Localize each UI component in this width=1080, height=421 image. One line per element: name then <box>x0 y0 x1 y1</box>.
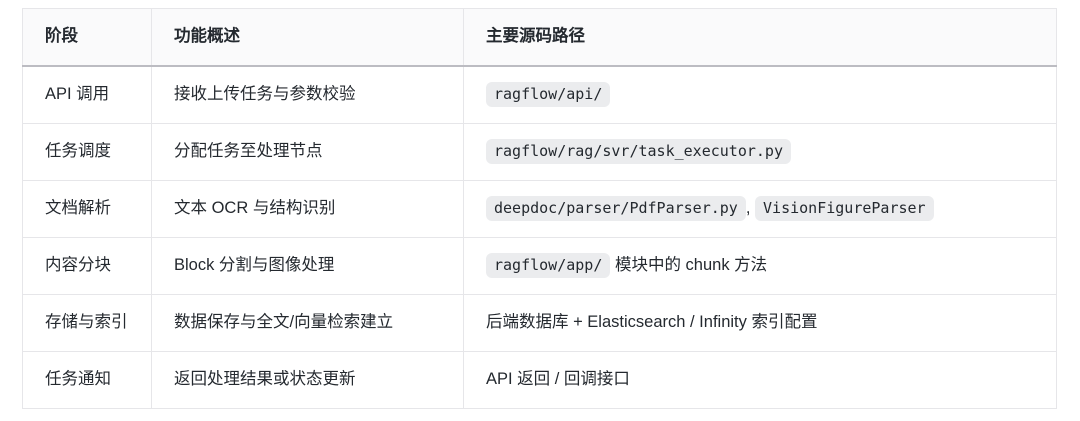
summary-cell: 文本 OCR 与结构识别 <box>151 180 464 238</box>
path-plain-text: 后端数据库 + Elasticsearch / Infinity 索引配置 <box>486 313 818 332</box>
table-row: 任务通知 返回处理结果或状态更新 API 返回 / 回调接口 <box>22 351 1057 409</box>
stage-cell: 任务调度 <box>22 123 152 181</box>
table-row: 文档解析 文本 OCR 与结构识别 deepdoc/parser/PdfPars… <box>22 180 1057 238</box>
path-cell: 后端数据库 + Elasticsearch / Infinity 索引配置 <box>463 294 1057 352</box>
stage-cell: 任务通知 <box>22 351 152 409</box>
column-header-path: 主要源码路径 <box>463 8 1057 67</box>
summary-cell: 接收上传任务与参数校验 <box>151 65 464 124</box>
pipeline-table-container: 阶段 功能概述 主要源码路径 API 调用 接收上传任务与参数校验 ragflo… <box>22 8 1057 409</box>
header-row: 阶段 功能概述 主要源码路径 <box>22 8 1057 67</box>
code-chip: ragflow/api/ <box>486 82 611 108</box>
code-chip: VisionFigureParser <box>755 196 934 222</box>
stage-cell: 文档解析 <box>22 180 152 238</box>
path-cell: ragflow/rag/svr/task_executor.py <box>463 123 1057 181</box>
table-row: 内容分块 Block 分割与图像处理 ragflow/app/ 模块中的 chu… <box>22 237 1057 295</box>
path-plain-text: API 返回 / 回调接口 <box>486 370 630 389</box>
path-cell: deepdoc/parser/PdfParser.py, VisionFigur… <box>463 180 1057 238</box>
summary-cell: 分配任务至处理节点 <box>151 123 464 181</box>
table-row: API 调用 接收上传任务与参数校验 ragflow/api/ <box>22 65 1057 124</box>
table-row: 任务调度 分配任务至处理节点 ragflow/rag/svr/task_exec… <box>22 123 1057 181</box>
stage-cell: 存储与索引 <box>22 294 152 352</box>
code-chip: ragflow/rag/svr/task_executor.py <box>486 139 791 165</box>
table-row: 存储与索引 数据保存与全文/向量检索建立 后端数据库 + Elasticsear… <box>22 294 1057 352</box>
code-chip: ragflow/app/ <box>486 253 611 279</box>
summary-cell: Block 分割与图像处理 <box>151 237 464 295</box>
path-cell: ragflow/app/ 模块中的 chunk 方法 <box>463 237 1057 295</box>
path-cell: ragflow/api/ <box>463 65 1057 124</box>
column-header-stage: 阶段 <box>22 8 152 67</box>
stage-cell: 内容分块 <box>22 237 152 295</box>
summary-cell: 数据保存与全文/向量检索建立 <box>151 294 464 352</box>
summary-cell: 返回处理结果或状态更新 <box>151 351 464 409</box>
pipeline-table: 阶段 功能概述 主要源码路径 API 调用 接收上传任务与参数校验 ragflo… <box>22 8 1057 409</box>
path-cell: API 返回 / 回调接口 <box>463 351 1057 409</box>
path-separator-text: , <box>745 199 756 218</box>
path-plain-text: 模块中的 chunk 方法 <box>614 256 768 275</box>
table-body: API 调用 接收上传任务与参数校验 ragflow/api/ 任务调度 分配任… <box>22 65 1057 409</box>
stage-cell: API 调用 <box>22 65 152 124</box>
code-chip: deepdoc/parser/PdfParser.py <box>486 196 746 222</box>
column-header-summary: 功能概述 <box>151 8 464 67</box>
table-header: 阶段 功能概述 主要源码路径 <box>22 8 1057 67</box>
